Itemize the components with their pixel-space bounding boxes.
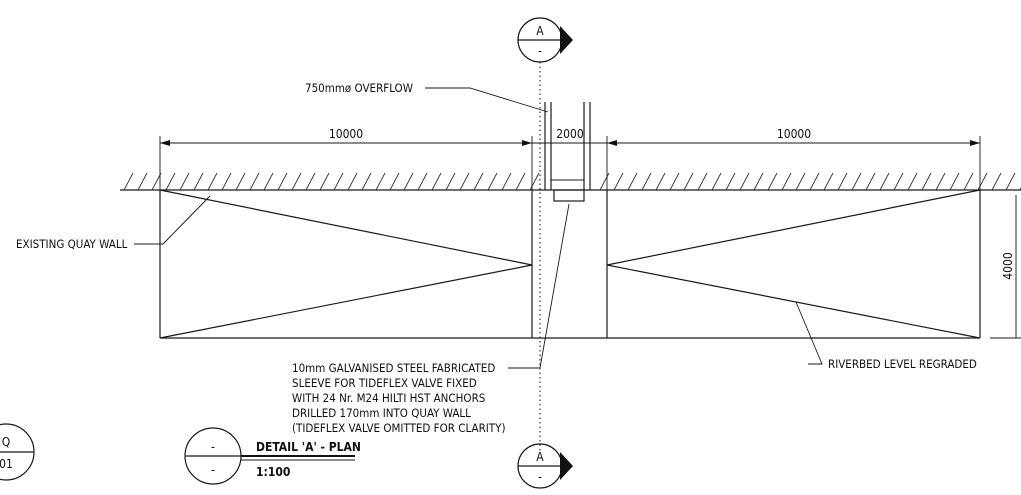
- sleeve-note: 10mm GALVANISED STEEL FABRICATED SLEEVE …: [292, 361, 505, 435]
- hatch-mark: [487, 172, 498, 191]
- overflow-label: 750mmø OVERFLOW: [305, 81, 413, 95]
- hatch-mark: [907, 172, 918, 191]
- hatch-mark: [655, 172, 666, 191]
- hatch-mark: [361, 172, 372, 191]
- dimension-lines: [159, 136, 981, 190]
- hatch-mark: [389, 172, 400, 191]
- hatch-mark: [263, 172, 274, 191]
- edge-bubble: [0, 423, 35, 481]
- riverbed-label: RIVERBED LEVEL REGRADED: [828, 357, 977, 371]
- hatch-mark: [641, 172, 652, 191]
- hatch-mark: [935, 172, 946, 191]
- hatch-mark: [613, 172, 624, 191]
- hatch-mark: [207, 172, 218, 191]
- section-marker-bottom: [517, 443, 573, 489]
- hatch-mark: [431, 172, 442, 191]
- hatch-mark: [515, 172, 526, 191]
- hatch-mark: [473, 172, 484, 191]
- detail-title: DETAIL 'A' - PLAN: [256, 440, 361, 454]
- hatch-mark: [991, 172, 1002, 191]
- leader-lines: [134, 87, 823, 369]
- sleeve-note-line: WITH 24 Nr. M24 HILTI HST ANCHORS: [292, 391, 485, 405]
- sleeve-note-line: (TIDEFLEX VALVE OMITTED FOR CLARITY): [292, 421, 505, 435]
- hatch-mark: [333, 172, 344, 191]
- hatch-mark: [683, 172, 694, 191]
- hatch-mark: [1005, 172, 1016, 191]
- section-sub-bottom: -: [538, 470, 542, 484]
- hatch-mark: [123, 172, 134, 191]
- hatch-mark: [599, 172, 610, 191]
- hatch-mark: [893, 172, 904, 191]
- section-letter-bottom: A: [536, 450, 544, 464]
- hatch-mark: [403, 172, 414, 191]
- hatch-mark: [823, 172, 834, 191]
- hatch-mark: [445, 172, 456, 191]
- hatch-mark: [865, 172, 876, 191]
- hatch-mark: [627, 172, 638, 191]
- hatch-mark: [781, 172, 792, 191]
- dimension-middle: 2000: [556, 127, 584, 141]
- scale-marker: -: [211, 463, 215, 477]
- hatch-mark: [151, 172, 162, 191]
- sleeve-note-line: 10mm GALVANISED STEEL FABRICATED: [292, 361, 495, 375]
- hatch-mark: [347, 172, 358, 191]
- hatch-mark: [193, 172, 204, 191]
- hatch-mark: [711, 172, 722, 191]
- hatch-mark: [319, 172, 330, 191]
- sleeve-note-line: DRILLED 170mm INTO QUAY WALL: [292, 406, 471, 420]
- dimension-right: 10000: [777, 127, 811, 141]
- hatch-mark: [879, 172, 890, 191]
- hatch-mark: [459, 172, 470, 191]
- edge-bubble-bottom: 01: [0, 457, 13, 471]
- section-letter-top: A: [536, 24, 544, 38]
- hatch-mark: [837, 172, 848, 191]
- title-block: [184, 427, 355, 485]
- hatch-mark: [305, 172, 316, 191]
- edge-bubble-top: Q: [2, 435, 11, 449]
- quay-wall-hatch: [120, 172, 1021, 191]
- hatch-mark: [179, 172, 190, 191]
- hatch-mark: [697, 172, 708, 191]
- hatch-mark: [963, 172, 974, 191]
- hatch-mark: [235, 172, 246, 191]
- dimension-left: 10000: [329, 127, 363, 141]
- hatch-mark: [977, 172, 988, 191]
- structure-outline: [159, 189, 1021, 339]
- hatch-mark: [277, 172, 288, 191]
- hatch-mark: [669, 172, 680, 191]
- hatch-mark: [767, 172, 778, 191]
- hatch-mark: [949, 172, 960, 191]
- detail-scale: 1:100: [256, 465, 290, 479]
- hatch-mark: [739, 172, 750, 191]
- hatch-mark: [529, 172, 540, 191]
- hatch-mark: [809, 172, 820, 191]
- hatch-mark: [165, 172, 176, 191]
- title-marker: -: [211, 440, 215, 454]
- hatch-mark: [501, 172, 512, 191]
- hatch-mark: [795, 172, 806, 191]
- hatch-mark: [221, 172, 232, 191]
- hatch-mark: [249, 172, 260, 191]
- hatch-mark: [375, 172, 386, 191]
- hatch-mark: [921, 172, 932, 191]
- hatch-mark: [417, 172, 428, 191]
- sleeve-note-line: SLEEVE FOR TIDEFLEX VALVE FIXED: [292, 376, 477, 390]
- hatch-mark: [851, 172, 862, 191]
- hatch-mark: [137, 172, 148, 191]
- hatch-mark: [291, 172, 302, 191]
- quay-wall-label: EXISTING QUAY WALL: [16, 237, 128, 251]
- dimension-vertical: 4000: [1001, 252, 1015, 280]
- section-sub-top: -: [538, 44, 542, 58]
- overflow-pipe: [544, 102, 591, 202]
- hatch-mark: [725, 172, 736, 191]
- hatch-mark: [753, 172, 764, 191]
- section-marker-top: [517, 17, 573, 63]
